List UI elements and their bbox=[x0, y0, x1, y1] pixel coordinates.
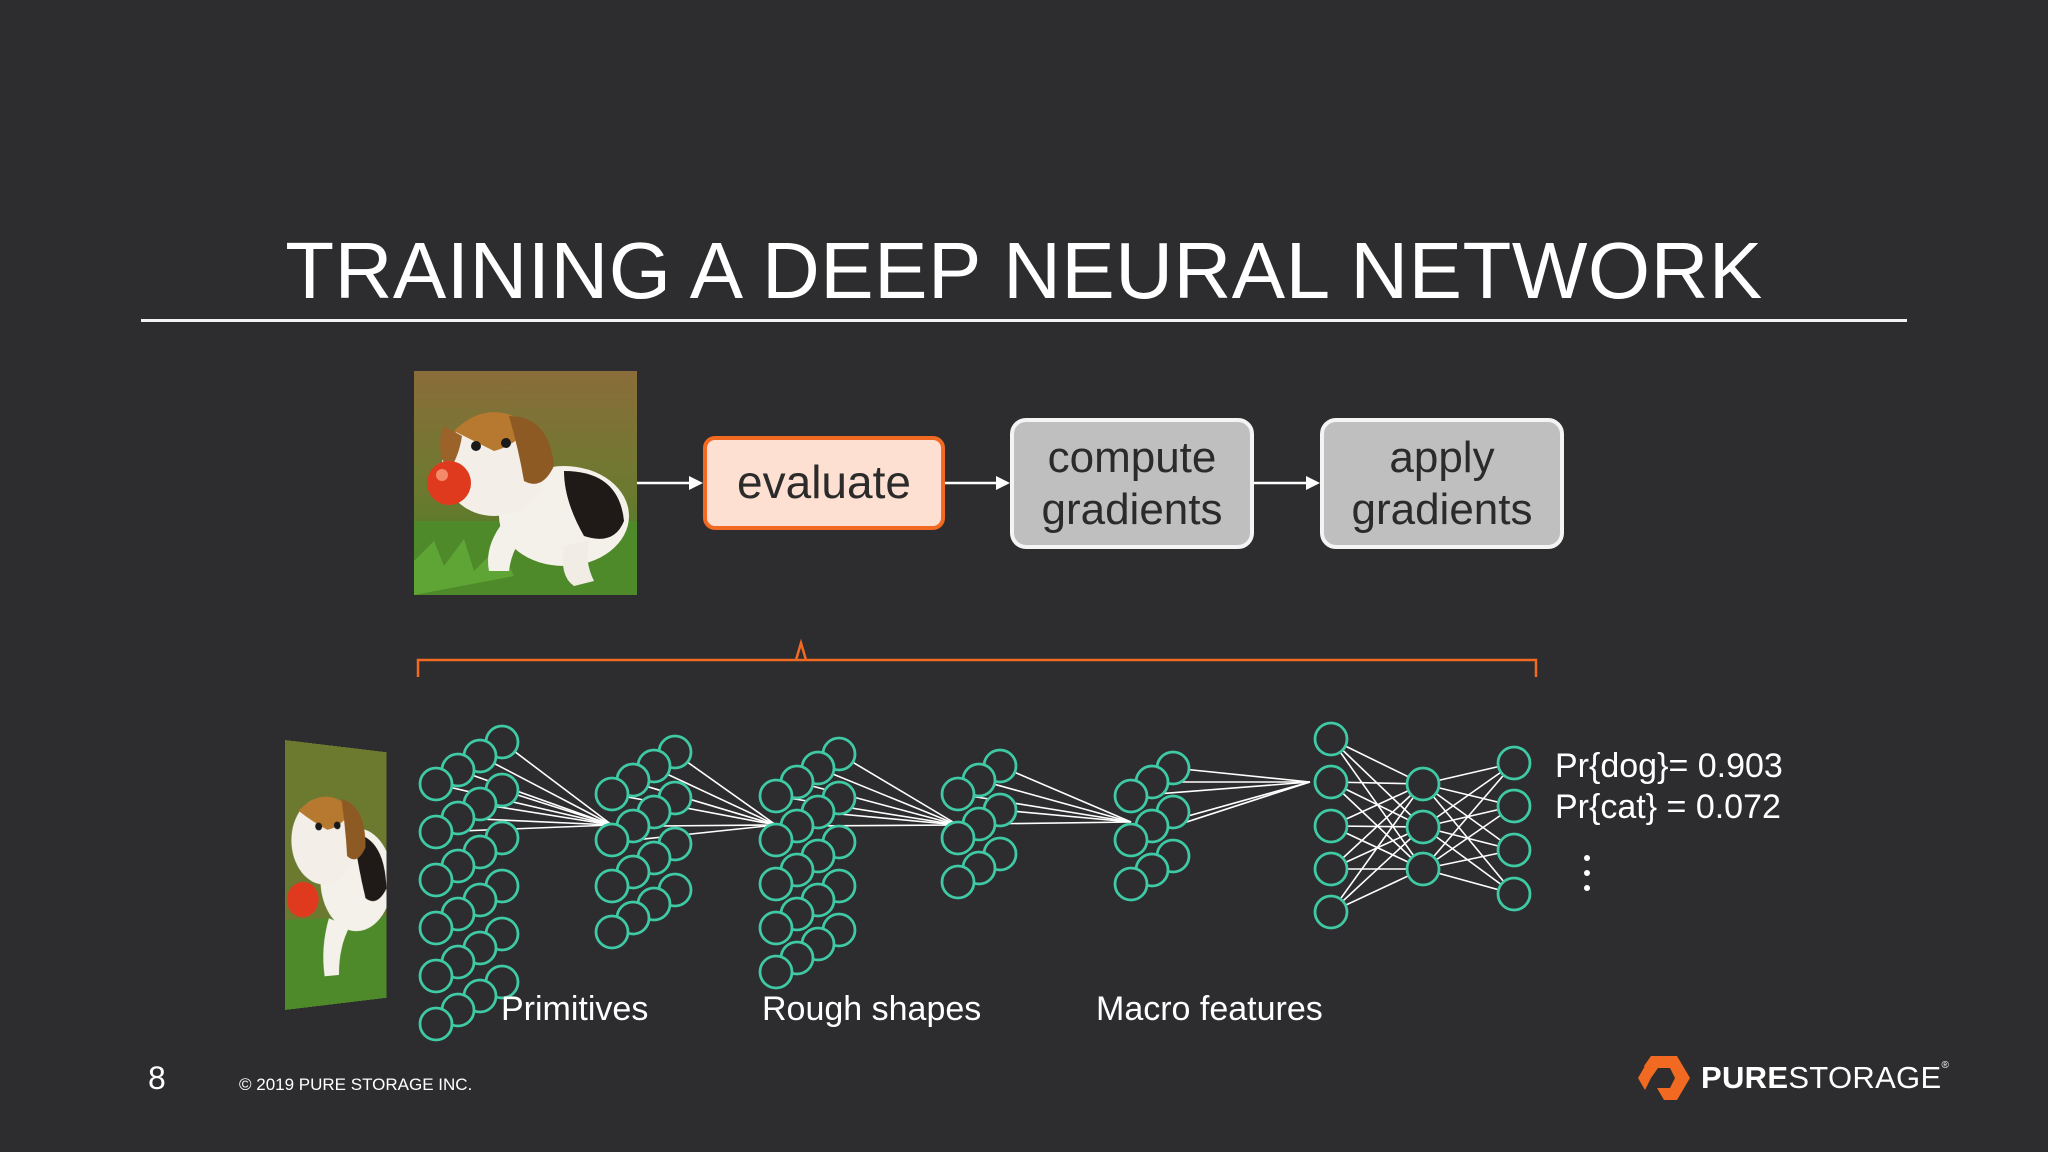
slide-title: TRAINING A DEEP NEURAL NETWORK bbox=[285, 226, 1763, 315]
connection-line bbox=[1172, 767, 1311, 783]
neuron-circle bbox=[418, 766, 454, 802]
apply-label-line1: apply bbox=[1389, 433, 1495, 483]
dense-connection bbox=[1422, 805, 1515, 870]
neuron-circle bbox=[1313, 894, 1349, 930]
evaluate-label: evaluate bbox=[737, 456, 911, 509]
connection-line bbox=[501, 741, 613, 826]
connection-line bbox=[999, 765, 1132, 823]
neuron-circle bbox=[758, 866, 794, 902]
stage-label-primitives: Primitives bbox=[501, 990, 649, 1028]
stage-label-rough-shapes: Rough shapes bbox=[762, 990, 982, 1028]
neuron-circle bbox=[1405, 809, 1441, 845]
neuron-circle bbox=[418, 862, 454, 898]
compute-label-line2: gradients bbox=[1041, 484, 1223, 534]
pure-storage-logo: PURESTORAGE® bbox=[1637, 1054, 1949, 1102]
connection-line bbox=[796, 781, 959, 826]
connection-line bbox=[675, 753, 777, 826]
compute-label-line1: compute bbox=[1047, 433, 1217, 483]
connection-line bbox=[479, 755, 613, 826]
neuron-circle bbox=[1113, 778, 1149, 814]
neuron-circle bbox=[1405, 851, 1441, 887]
dense-connection bbox=[1422, 762, 1515, 828]
pipeline-arrowhead bbox=[996, 476, 1010, 490]
neuron-circle bbox=[1496, 876, 1532, 912]
dense-connection bbox=[1330, 826, 1424, 913]
copyright: © 2019 PURE STORAGE INC. bbox=[239, 1075, 473, 1094]
evaluate-bracket bbox=[416, 658, 1538, 677]
more-outputs-ellipsis bbox=[1584, 855, 1608, 900]
title-divider bbox=[141, 319, 1907, 322]
connection-line bbox=[838, 753, 959, 826]
logo-bold: PURE bbox=[1701, 1060, 1789, 1095]
neuron-circle bbox=[1313, 764, 1349, 800]
neuron-circle bbox=[1313, 808, 1349, 844]
evaluate-bracket-tip bbox=[794, 638, 808, 661]
connection-line bbox=[633, 824, 777, 841]
compute-gradients-box: compute gradients bbox=[1010, 418, 1254, 549]
neuron-circle bbox=[758, 910, 794, 946]
logo-regular: STORAGE bbox=[1788, 1060, 1942, 1095]
evaluate-box: evaluate bbox=[703, 436, 945, 530]
neuron-circle bbox=[758, 954, 794, 990]
pipeline-arrowhead bbox=[1306, 476, 1320, 490]
output-prob-dog: Pr{dog}= 0.903 bbox=[1555, 747, 1783, 785]
neuron-circle bbox=[418, 910, 454, 946]
neuron-circle bbox=[418, 958, 454, 994]
connection-line bbox=[653, 767, 777, 826]
neuron-circle bbox=[1313, 851, 1349, 887]
connection-line bbox=[457, 769, 613, 826]
output-prob-cat: Pr{cat} = 0.072 bbox=[1555, 788, 1781, 826]
neuron-circle bbox=[594, 822, 630, 858]
neuron-circle bbox=[594, 914, 630, 950]
neuron-circle bbox=[594, 776, 630, 812]
neuron-circle bbox=[418, 1006, 454, 1042]
dog-photo bbox=[414, 371, 637, 595]
connection-line bbox=[611, 793, 777, 826]
dense-connection bbox=[1330, 783, 1424, 913]
neuron-circle bbox=[940, 864, 976, 900]
neuron-circle bbox=[1113, 822, 1149, 858]
connection-line bbox=[479, 803, 613, 826]
pure-storage-logo-icon bbox=[1638, 1056, 1690, 1100]
neuron-circle bbox=[418, 814, 454, 850]
neuron-circle bbox=[758, 822, 794, 858]
connection-line bbox=[817, 767, 959, 826]
neuron-circle bbox=[1496, 745, 1532, 781]
connection-line bbox=[999, 809, 1132, 823]
pipeline-arrowhead bbox=[689, 476, 703, 490]
neuron-circle bbox=[1113, 866, 1149, 902]
neuron-circle bbox=[940, 776, 976, 812]
neuron-circle bbox=[1496, 788, 1532, 824]
dense-connection bbox=[1330, 783, 1424, 870]
logo-mark: ® bbox=[1941, 1060, 1950, 1071]
connection-line bbox=[501, 789, 613, 826]
connection-line bbox=[655, 824, 777, 827]
dense-connection bbox=[1422, 826, 1515, 895]
neuron-circle bbox=[940, 820, 976, 856]
neuron-circle bbox=[594, 868, 630, 904]
connection-line bbox=[978, 779, 1132, 823]
neuron-circle bbox=[1313, 721, 1349, 757]
dense-connection bbox=[1422, 762, 1515, 870]
neuron-circle bbox=[758, 778, 794, 814]
connection-line bbox=[631, 781, 777, 826]
page-number: 8 bbox=[148, 1060, 166, 1096]
input-image-perspective bbox=[285, 740, 387, 1010]
connection-line bbox=[435, 783, 613, 826]
neuron-circle bbox=[1496, 832, 1532, 868]
apply-gradients-box: apply gradients bbox=[1320, 418, 1564, 549]
stage-label-macro-features: Macro features bbox=[1096, 990, 1323, 1028]
apply-label-line2: gradients bbox=[1351, 484, 1533, 534]
neuron-circle bbox=[1405, 766, 1441, 802]
